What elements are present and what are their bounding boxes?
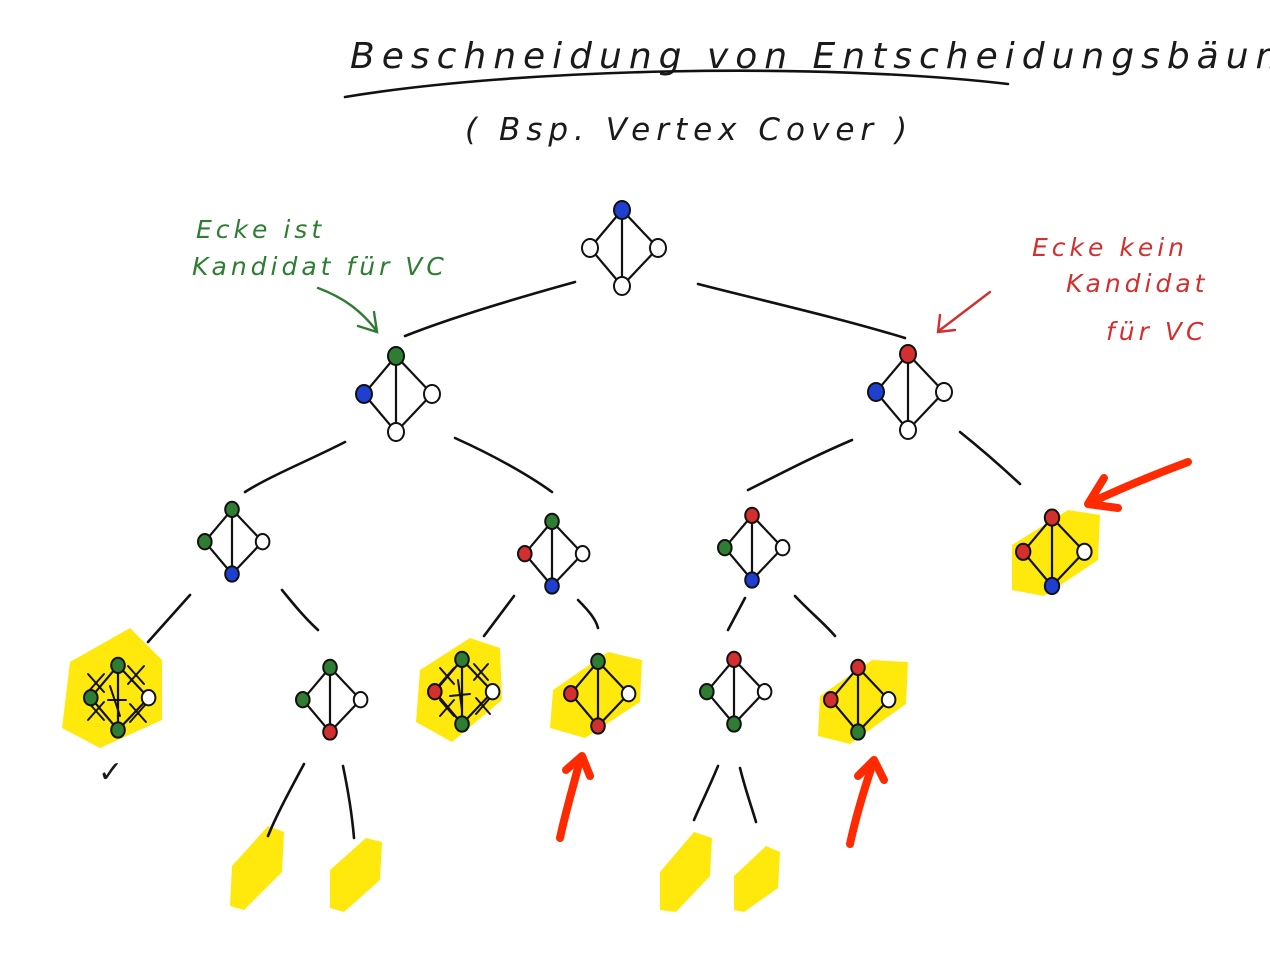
graph-node-level3-2 [295,658,369,741]
svg-text:für VC: für VC [1106,317,1207,346]
graph-vertex [387,422,405,442]
red-arrows [556,458,1192,848]
graph-vertex [454,650,470,669]
graph-node-level3-3 [427,650,501,733]
graph-vertex [726,650,742,669]
graph-node-level2-1 [197,500,271,583]
graph-node-level1-left [355,346,441,442]
graph-vertex [620,685,637,703]
graph-vertex [224,565,240,583]
graph-node-level1-right [867,344,953,440]
graph-vertex [355,384,373,404]
svg-text:Ecke kein: Ecke kein [1032,233,1188,262]
candidate-arrow-icon [316,286,378,332]
graph-vertex [726,715,742,733]
graph-vertex [850,723,866,741]
graph-vertex [387,346,405,366]
graph-vertex [649,238,667,258]
graph-vertex [935,382,953,402]
graph-vertex [1015,542,1032,561]
tree-edges [146,280,1022,840]
graph-vertex [484,683,501,701]
not-candidate-arrow-icon [938,290,992,332]
graph-node-root [581,200,667,296]
red-arrow-icon [556,756,584,842]
graph-vertex [544,512,560,531]
graph-vertex [590,652,606,671]
annotation-candidate: Ecke ist Kandidat für VC [192,215,448,334]
cross-marks [87,663,491,723]
graph-vertex [744,571,760,589]
graph-vertex [83,689,99,707]
highlight-leaf-6 [818,660,908,744]
graph-vertex [1076,542,1093,561]
highlight-leaf-4 [550,652,642,738]
graph-vertex [454,715,470,733]
red-arrow-icon [846,762,876,848]
graph-vertex [850,658,866,677]
graph-vertex [774,539,791,557]
graph-node-level3-1 [83,656,157,739]
highlight-pruned-4 [734,846,780,912]
highlight-pruned-3 [660,832,712,912]
graph-vertex [574,545,591,563]
graph-vertex [590,717,606,735]
graph-vertex [899,344,917,364]
annotation-not-candidate: Ecke kein Kandidat für VC [936,233,1208,346]
graph-vertex [613,200,631,220]
highlight-right-branch [1012,510,1100,596]
graph-vertex [423,384,441,404]
highlight-pruned-1 [230,826,284,910]
red-arrow-icon [1088,458,1192,506]
graph-vertex [563,685,579,703]
graph-vertex [867,382,885,402]
graph-node-level3-5 [699,650,773,733]
graph-vertex [581,238,599,258]
graph-node-level2-2 [517,512,591,595]
highlight-pruned-2 [330,838,382,912]
graph-vertex [110,721,126,739]
graph-vertex [110,656,126,675]
graph-vertex [1043,508,1061,527]
graph-vertex [899,420,917,440]
highlight-leaf-1 [62,628,162,748]
page-subtitle: ( Bsp. Vertex Cover ) [465,112,913,148]
graph-vertex [427,683,443,701]
graph-vertex [254,533,271,551]
highlights [62,510,1100,912]
graph-vertex [613,276,631,296]
graph-vertex [352,691,369,709]
graph-vertex [1043,576,1061,596]
tree-nodes [83,200,1093,741]
graph-vertex [322,658,338,677]
graph-node-level2-3 [717,506,791,589]
graph-vertex [744,506,760,525]
graph-vertex [823,691,839,709]
graph-vertex [224,500,240,519]
svg-text:Kandidat: Kandidat [1066,269,1208,298]
svg-text:Kandidat für VC: Kandidat für VC [192,252,448,281]
graph-vertex [295,691,311,709]
svg-text:Ecke ist: Ecke ist [196,215,325,244]
graph-vertex [517,545,533,563]
graph-vertex [140,689,157,707]
graph-vertex [756,683,773,701]
graph-node-level3-4 [563,652,637,735]
graph-vertex [544,577,560,595]
check-mark-icon: ✓ [98,755,123,790]
graph-vertex [699,683,715,701]
graph-vertex [322,723,338,741]
graph-vertex [717,539,733,557]
graph-vertex [197,533,213,551]
title-underline [343,69,1010,99]
graph-node-level3-6 [823,658,897,741]
graph-node-level2-4 [1015,508,1093,596]
graph-vertex [880,691,897,709]
